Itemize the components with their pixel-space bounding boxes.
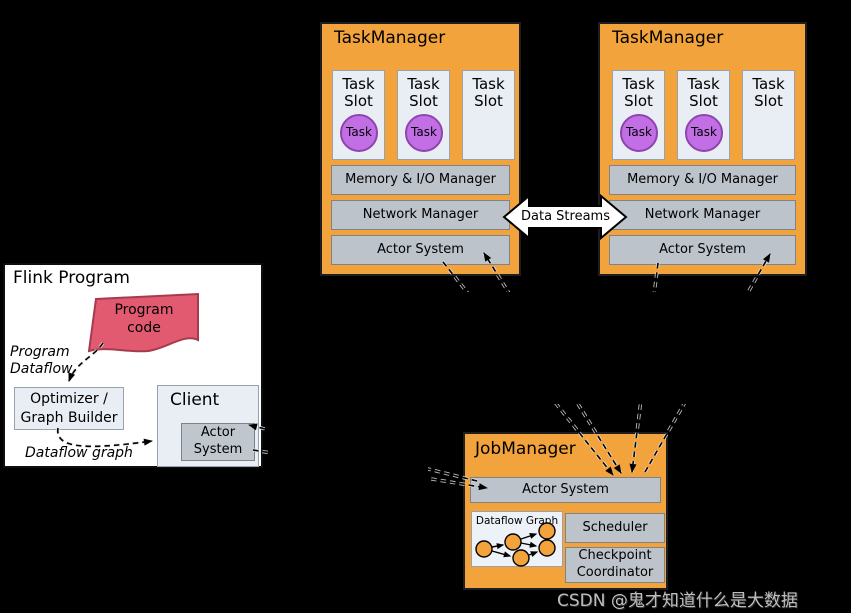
network-manager-bar: Network Manager [609,200,796,230]
program-dataflow-label: Program Dataflow [10,344,73,378]
taskmanager-right-title: TaskManager [612,28,724,48]
arrow-jobmanager-to-client [248,423,478,482]
memory-io-manager-bar: Memory & I/O Manager [331,165,510,195]
jobmanager-actor-system-bar: Actor System [470,477,661,503]
flink-program-title: Flink Program [13,268,130,288]
task-circle: Task [405,114,443,152]
taskmanager-right-panel: TaskManager Task Slot Task Task Slot Tas… [598,22,807,276]
jobmanager-title: JobManager [475,439,576,459]
jobmanager-panel: JobManager Actor System Dataflow Graph S… [463,432,668,590]
task-slot-label: Task Slot [342,75,375,110]
actor-system-bar: Actor System [331,235,510,265]
task-slot: Task Slot Task [332,70,385,160]
client-title: Client [170,390,220,410]
task-slot-label: Task Slot [472,75,505,110]
scheduler-box: Scheduler [565,513,665,543]
task-slot-label: Task Slot [622,75,655,110]
optimizer-graph-builder-box: Optimizer / Graph Builder [14,387,124,430]
flink-program-panel: Flink Program Program Dataflow Optimizer… [3,263,263,468]
task-circle: Task [340,114,378,152]
actor-system-bar: Actor System [609,235,796,265]
jobmanager-dataflow-graph-box: Dataflow Graph [471,511,563,567]
taskmanager-left-title: TaskManager [334,28,446,48]
checkpoint-coordinator-box: Checkpoint Coordinator [565,547,665,583]
jobmanager-dataflow-graph-label: Dataflow Graph [475,515,559,527]
client-box: Client Actor System [157,385,259,467]
task-slot-label: Task Slot [752,75,785,110]
task-slot: Task Slot Task [677,70,730,160]
arrow-client-to-jobmanager [252,449,488,491]
program-code-label: Program code [114,302,174,336]
dataflow-graph-label: Dataflow graph [25,445,133,461]
task-circle: Task [685,114,723,152]
task-slot-empty: Task Slot [462,70,515,160]
task-slot-label: Task Slot [407,75,440,110]
watermark-text: CSDN @鬼才知道什么是大数据 [557,591,798,611]
memory-io-manager-bar: Memory & I/O Manager [609,165,796,195]
task-slot: Task Slot Task [612,70,665,160]
network-manager-bar: Network Manager [331,200,510,230]
task-slot-empty: Task Slot [742,70,795,160]
client-actor-system-box: Actor System [181,423,255,461]
task-circle: Task [620,114,658,152]
data-streams-label: Data Streams [521,209,610,224]
task-slot-label: Task Slot [687,75,720,110]
taskmanager-left-panel: TaskManager Task Slot Task Task Slot Tas… [320,22,521,276]
task-slot: Task Slot Task [397,70,450,160]
